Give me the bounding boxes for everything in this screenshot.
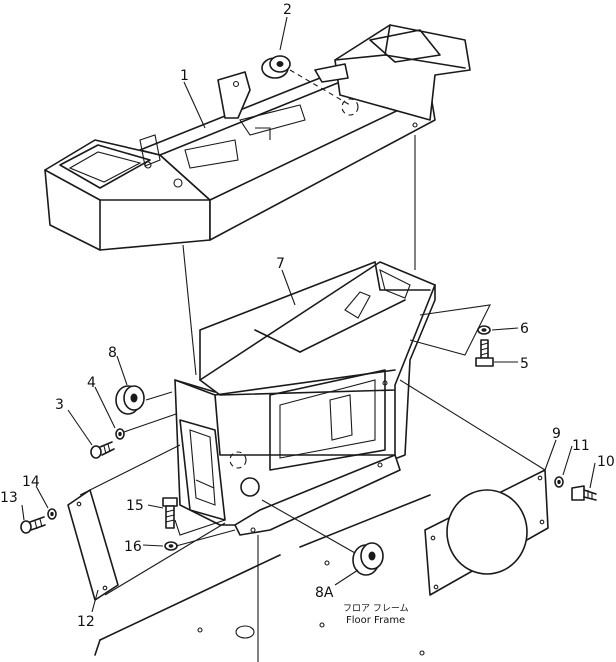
leader-lines	[21, 16, 596, 613]
callout-6: 6	[520, 321, 529, 337]
callout-8: 8	[108, 345, 117, 361]
callout-1: 1	[180, 68, 189, 84]
part-16-washer	[164, 541, 178, 551]
assembly-guide-lines	[79, 135, 546, 662]
callout-4: 4	[87, 375, 96, 391]
part-4-washer	[115, 413, 177, 440]
part-3-bolt	[90, 441, 115, 459]
part-9-cover-plate	[424, 469, 549, 596]
part-8-grommet	[115, 385, 173, 415]
part-15-bolt	[162, 497, 178, 529]
callout-13: 13	[0, 490, 18, 506]
part-14-washer	[47, 508, 57, 520]
callout-5: 5	[520, 356, 529, 372]
callout-16: 16	[124, 539, 142, 555]
callout-12: 12	[77, 614, 95, 630]
callout-14: 14	[22, 474, 40, 490]
part-12-small-plate	[67, 489, 119, 601]
part-1-upper-frame	[44, 24, 471, 251]
part-2-grommet	[261, 55, 359, 116]
part-7-console-body	[174, 261, 436, 536]
callout-8a: 8A	[315, 585, 334, 601]
part-11-washer	[554, 476, 564, 488]
callout-10: 10	[597, 454, 615, 470]
callout-11: 11	[572, 438, 590, 454]
part-13-bolt	[20, 516, 46, 534]
part-6-washer	[477, 325, 491, 335]
callout-9: 9	[552, 426, 561, 442]
callout-labels: 1 2 3 4 5 6 7 8 8A 9 10 11 12 13 14 15 1…	[0, 2, 615, 630]
part-10-bolt	[571, 485, 597, 501]
floor-frame-label-jp: フロア フレーム	[343, 603, 409, 614]
part-8a-grommet	[261, 499, 384, 576]
part-5-bolt	[475, 339, 494, 367]
floor-frame-label-en: Floor Frame	[346, 615, 405, 626]
callout-2: 2	[283, 2, 292, 18]
callout-3: 3	[55, 397, 64, 413]
floor-frame	[94, 494, 431, 656]
callout-7: 7	[276, 256, 285, 272]
callout-15: 15	[126, 498, 144, 514]
